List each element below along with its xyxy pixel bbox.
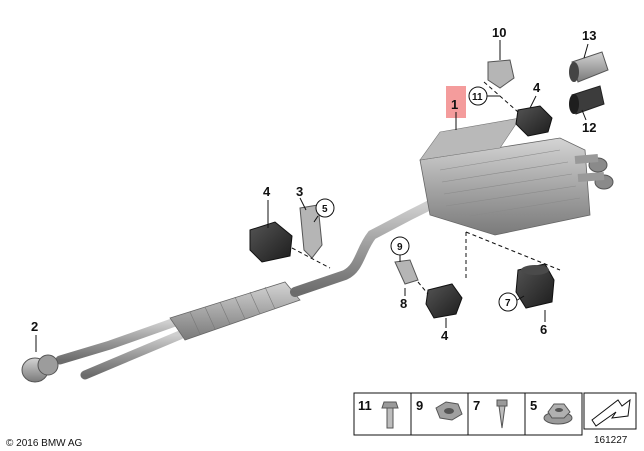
legend-num-11: 11: [358, 398, 372, 413]
callouts: 1 2 3 4 4 4 6 8 10 12 13 5 7 9 11: [31, 25, 596, 343]
callout-4-lower: 4: [441, 328, 449, 343]
callout-12: 12: [582, 120, 596, 135]
legend-box: 11 9 7 5: [353, 392, 583, 436]
tailpipe-tip-upper: [569, 51, 609, 83]
tailpipe-tip-lower: [569, 85, 605, 115]
hex-nut-icon: [435, 401, 463, 421]
callout-13: 13: [582, 28, 596, 43]
callout-10: 10: [492, 25, 506, 40]
callout-circle-9: [390, 236, 410, 256]
diagram-number: 161227: [594, 435, 628, 446]
hanger-lower: [394, 259, 419, 285]
arrow-icon: [591, 398, 631, 427]
rubber-mount-upper: [515, 105, 553, 137]
callout-3: 3: [296, 184, 303, 199]
callout-6: 6: [540, 322, 547, 337]
callout-2: 2: [31, 319, 38, 334]
rubber-mount-lower: [425, 283, 463, 319]
copyright-text: © 2016 BMW AG: [6, 438, 83, 449]
exhaust-pipe-assembly: [55, 200, 435, 380]
callout-7: 7: [505, 298, 511, 309]
callout-4-upper: 4: [533, 80, 541, 95]
legend-num-5: 5: [530, 398, 537, 413]
rubber-mount-left: [249, 221, 293, 263]
callout-11: 11: [472, 92, 483, 103]
callout-1: 1: [451, 97, 458, 112]
front-clamp: [21, 354, 59, 383]
legend-num-7: 7: [473, 398, 480, 413]
callout-8: 8: [400, 296, 407, 311]
arrow-box: [583, 392, 637, 430]
callout-9: 9: [397, 242, 403, 253]
flange-nut-icon: [543, 403, 573, 425]
rubber-bushing: [515, 263, 555, 309]
callout-circle-7: [498, 292, 518, 312]
rear-muffler: [419, 117, 614, 236]
highlight-box: [446, 86, 466, 118]
screw-icon: [496, 399, 508, 429]
callout-circle-5: [315, 198, 335, 218]
callout-4-left: 4: [263, 184, 271, 199]
legend-num-9: 9: [416, 398, 423, 413]
callout-5: 5: [322, 204, 328, 215]
assembly-lines: [291, 81, 561, 295]
callout-circle-11: [468, 86, 488, 106]
upper-bracket: [487, 59, 515, 89]
bolt-icon: [381, 401, 399, 429]
